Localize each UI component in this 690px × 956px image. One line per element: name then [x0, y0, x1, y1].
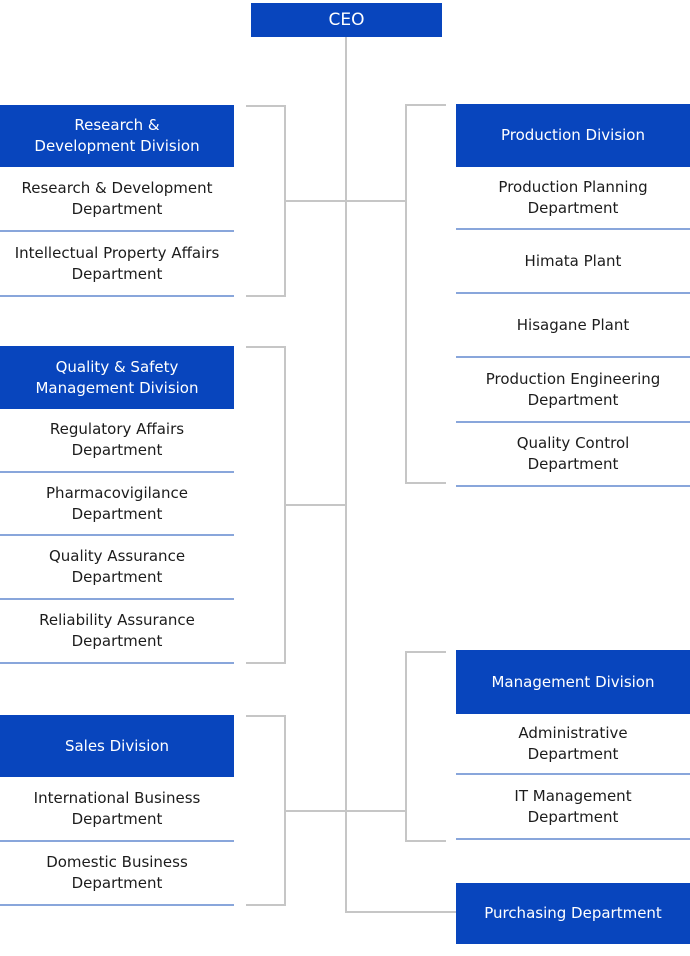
bracket-production-stub-top [405, 104, 446, 106]
department-cell-production-planning: Production Planning Department [456, 167, 690, 230]
bracket-management-stub-bottom [405, 840, 446, 842]
department-label-line: Department [71, 632, 163, 650]
division-box-production: Production Division [456, 104, 690, 167]
division-box-quality-safety: Quality & Safety Management Division [0, 346, 234, 409]
department-label-line: Domestic Business [46, 853, 188, 871]
department-label-line: IT Management [514, 786, 632, 805]
department-label-line: Department [527, 198, 619, 217]
division-box-purchasing: Purchasing Department [456, 883, 690, 944]
department-label-line: Department [71, 504, 163, 523]
department-label-line: Production Engineering [485, 369, 661, 388]
department-cell-intellectual-property: Intellectual Property Affairs Department [0, 232, 234, 297]
department-label-line: Research & Development [21, 178, 213, 197]
department-label-line: Himata Plant [524, 251, 622, 270]
department-label-line: Department [527, 744, 619, 763]
bracket-management-stub-top [405, 651, 446, 653]
department-cell-hisagane-plant: Hisagane Plant [456, 294, 690, 358]
connector-center-spine [345, 37, 347, 913]
department-label-line: Department [71, 568, 163, 586]
department-label-line: Production Planning [498, 177, 648, 196]
department-cell-quality-assurance: Quality Assurance Department [0, 536, 234, 600]
department-cell-reliability-assurance: Reliability Assurance Department [0, 600, 234, 664]
division-label-line: Management Division [491, 672, 655, 691]
department-label-line: Hisagane Plant [516, 315, 630, 334]
ceo-box: CEO [251, 3, 442, 37]
department-cell-administrative: Administrative Department [456, 714, 690, 775]
bracket-qs-vertical [284, 346, 286, 664]
department-label-line: Intellectual Property Affairs [14, 243, 220, 262]
division-label-line: Research & [74, 116, 160, 134]
department-label-line: Department [71, 441, 163, 459]
division-box-sales: Sales Division [0, 715, 234, 777]
division-label-line: Development Division [34, 137, 200, 155]
department-label-line: Department [71, 809, 163, 828]
division-label-line: Management Division [35, 378, 199, 397]
bracket-rnd-stub-top [246, 105, 286, 107]
department-label-line: Department [527, 807, 619, 826]
department-label-line: Department [71, 874, 163, 892]
department-label-line: Department [71, 264, 163, 283]
department-label-line: Administrative [518, 723, 628, 742]
department-label-line: Quality Assurance [48, 547, 186, 565]
department-cell-domestic-business: Domestic Business Department [0, 842, 234, 906]
ceo-label: CEO [328, 10, 365, 30]
department-label-line: Quality Control [516, 434, 630, 452]
department-cell-research-development: Research & Development Department [0, 167, 234, 232]
department-cell-international-business: International Business Department [0, 777, 234, 842]
bracket-sales-stub-top [246, 715, 286, 717]
department-label-line: International Business [33, 788, 201, 807]
connector-quality-safety [284, 504, 346, 506]
bracket-rnd-stub-bottom [246, 295, 286, 297]
connector-cross-bottom [284, 810, 407, 812]
department-cell-himata-plant: Himata Plant [456, 230, 690, 294]
department-label-line: Regulatory Affairs [49, 420, 185, 438]
division-label-line: Quality & Safety [55, 357, 179, 376]
bracket-management-vertical [405, 651, 407, 842]
division-box-research-development: Research & Development Division [0, 105, 234, 167]
division-box-management: Management Division [456, 650, 690, 714]
bracket-qs-stub-top [246, 346, 286, 348]
department-cell-quality-control: Quality Control Department [456, 423, 690, 487]
department-label-line: Department [527, 455, 619, 473]
division-label-line: Purchasing Department [484, 904, 662, 922]
department-label-line: Department [527, 390, 619, 409]
bracket-sales-vertical [284, 715, 286, 906]
department-label-line: Reliability Assurance [39, 611, 195, 629]
department-label-line: Pharmacovigilance [46, 483, 188, 502]
division-label-line: Sales Division [64, 736, 170, 755]
bracket-sales-stub-bottom [246, 904, 286, 906]
bracket-production-stub-bottom [405, 482, 446, 484]
department-cell-regulatory-affairs: Regulatory Affairs Department [0, 409, 234, 473]
department-label-line: Department [71, 199, 163, 218]
connector-purchasing [345, 911, 457, 913]
bracket-rnd-vertical [284, 105, 286, 297]
department-cell-production-engineering: Production Engineering Department [456, 358, 690, 423]
department-cell-it-management: IT Management Department [456, 775, 690, 840]
bracket-production-vertical [405, 104, 407, 484]
department-cell-pharmacovigilance: Pharmacovigilance Department [0, 473, 234, 536]
bracket-qs-stub-bottom [246, 662, 286, 664]
connector-cross-top [284, 200, 407, 202]
division-label-line: Production Division [500, 126, 645, 144]
